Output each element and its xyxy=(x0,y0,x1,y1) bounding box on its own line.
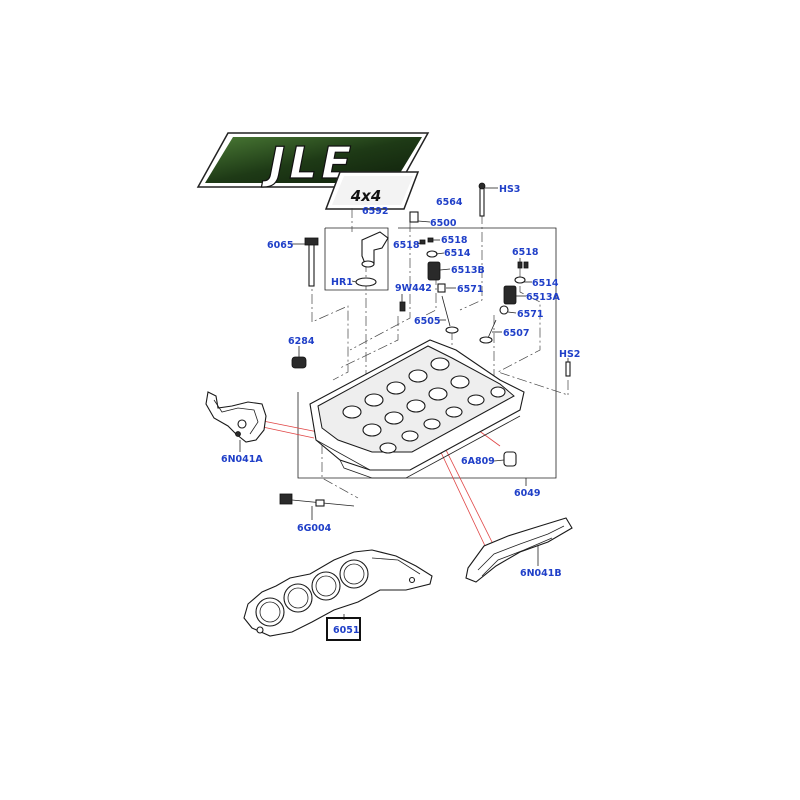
callout-6518-left: 6518 xyxy=(393,240,420,251)
callout-6518-right: 6518 xyxy=(512,247,539,258)
callout-6500: 6500 xyxy=(430,218,457,229)
small-parts xyxy=(279,182,571,507)
callout-6571-exhaust: 6571 xyxy=(517,309,543,320)
callout-6065: 6065 xyxy=(267,240,293,251)
valvetrain-box xyxy=(297,227,557,479)
callout-6514-exhaust: 6514 xyxy=(532,278,559,289)
callout-6N041A: 6N041A xyxy=(221,454,263,465)
callout-6507: 6507 xyxy=(503,328,529,339)
callout-6505: 6505 xyxy=(414,316,440,327)
callout-leaders xyxy=(239,187,569,620)
callout-9W442: 9W442 xyxy=(395,283,432,294)
cylinder-head xyxy=(309,339,525,479)
logo-sub-text: 4x4 xyxy=(350,187,382,205)
callout-labels: 6564 HS3 6592 6500 6065 6518 6518 6514 6… xyxy=(221,184,580,641)
callout-6N041B: 6N041B xyxy=(520,568,562,579)
callout-6513A: 6513A xyxy=(526,292,560,303)
callout-HR1: HR1 xyxy=(331,277,353,288)
jle-logo: JLE 4x4 xyxy=(196,132,430,210)
callout-6513B: 6513B xyxy=(451,265,485,276)
red-leader-lines xyxy=(257,419,501,549)
camshaft-journals xyxy=(342,357,506,454)
callout-HS3: HS3 xyxy=(499,184,520,195)
heat-shield-6N041A xyxy=(205,391,267,443)
callout-6051: 6051 xyxy=(333,625,359,636)
heat-shield-6N041B xyxy=(465,517,573,583)
callout-6049: 6049 xyxy=(514,488,540,499)
callout-6592: 6592 xyxy=(362,206,388,217)
callout-6G004: 6G004 xyxy=(297,523,332,534)
callout-6284: 6284 xyxy=(288,336,315,347)
callout-6A809: 6A809 xyxy=(461,456,495,467)
callout-HS2: HS2 xyxy=(559,349,580,360)
callout-6514-intake: 6514 xyxy=(444,248,471,259)
callout-6571-intake: 6571 xyxy=(457,284,483,295)
callout-6518-mid: 6518 xyxy=(441,235,468,246)
callout-6051-box xyxy=(326,617,361,641)
head-gasket-6051 xyxy=(243,549,433,637)
callout-6564: 6564 xyxy=(436,197,463,208)
